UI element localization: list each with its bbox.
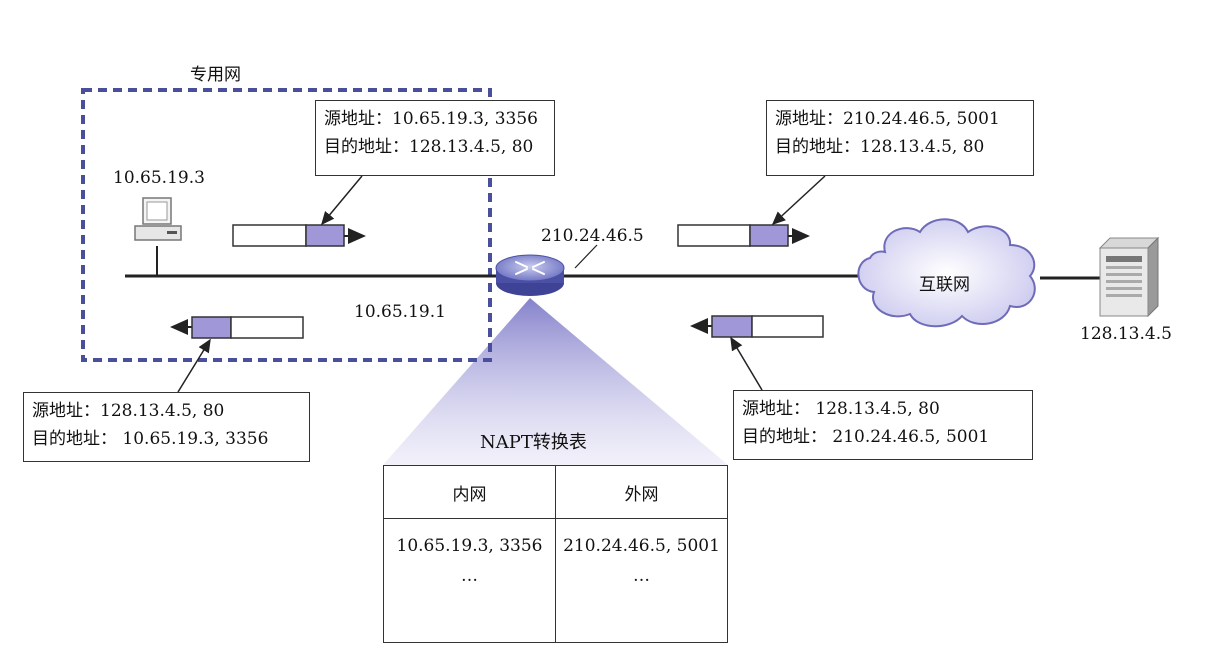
info-box-public-in: 源地址： 128.13.4.5, 80 目的地址： 210.24.46.5, 5… [733,390,1033,460]
server-ip-label: 128.13.4.5 [1080,324,1172,344]
router-inner-ip-label: 10.65.19.1 [354,302,446,322]
pointer-public-out [771,175,826,226]
inner-ellipsis: … [461,566,478,586]
computer-icon [134,197,182,276]
napt-table-header-row: 内网 外网 [383,465,728,519]
router-outer-ip-label: 210.24.46.5 [541,226,644,246]
packet-public-out [677,224,810,247]
source-address: 源地址：128.13.4.5, 80 [32,401,225,421]
private-network-boundary [81,88,492,362]
napt-table-title: NAPT转换表 [480,432,587,453]
destination-address: 目的地址： 10.65.19.3, 3356 [32,429,269,449]
router-icon [495,254,565,296]
header-inner-network: 内网 [383,465,556,519]
packet-private-out [232,224,366,247]
packet-private-in [170,316,304,339]
pointer-private-in [177,338,211,393]
host-ip-label: 10.65.19.3 [113,168,205,188]
packet-public-in [690,315,824,338]
source-address: 源地址：10.65.19.3, 3356 [324,109,538,129]
info-box-private-in: 源地址：128.13.4.5, 80 目的地址： 10.65.19.3, 335… [23,392,310,462]
source-address: 源地址： 128.13.4.5, 80 [742,399,940,419]
pointer-private-out [321,175,363,226]
destination-address: 目的地址：128.13.4.5, 80 [775,137,985,157]
header-outer-network: 外网 [555,465,728,519]
internet-label: 互联网 [919,275,970,295]
info-box-private-out: 源地址：10.65.19.3, 3356 目的地址：128.13.4.5, 80 [315,100,555,176]
cloud-icon [857,218,1036,328]
destination-address: 目的地址：128.13.4.5, 80 [324,137,534,157]
destination-address: 目的地址： 210.24.46.5, 5001 [742,427,990,447]
inner-cell: 10.65.19.3, 3356 … [383,518,556,643]
outer-address: 210.24.46.5, 5001 [563,536,720,556]
private-network-label: 专用网 [190,65,241,85]
pointer-public-in [730,336,763,391]
inner-address: 10.65.19.3, 3356 [396,536,543,556]
table-row: 10.65.19.3, 3356 … 210.24.46.5, 5001 … [383,518,728,643]
napt-table: 内网 外网 10.65.19.3, 3356 … 210.24.46.5, 50… [383,465,728,643]
outer-cell: 210.24.46.5, 5001 … [555,518,728,643]
outer-ellipsis: … [633,566,650,586]
napt-beam [383,298,728,465]
source-address: 源地址：210.24.46.5, 5001 [775,109,1000,129]
info-box-public-out: 源地址：210.24.46.5, 5001 目的地址：128.13.4.5, 8… [766,100,1034,176]
server-icon [1098,236,1160,318]
